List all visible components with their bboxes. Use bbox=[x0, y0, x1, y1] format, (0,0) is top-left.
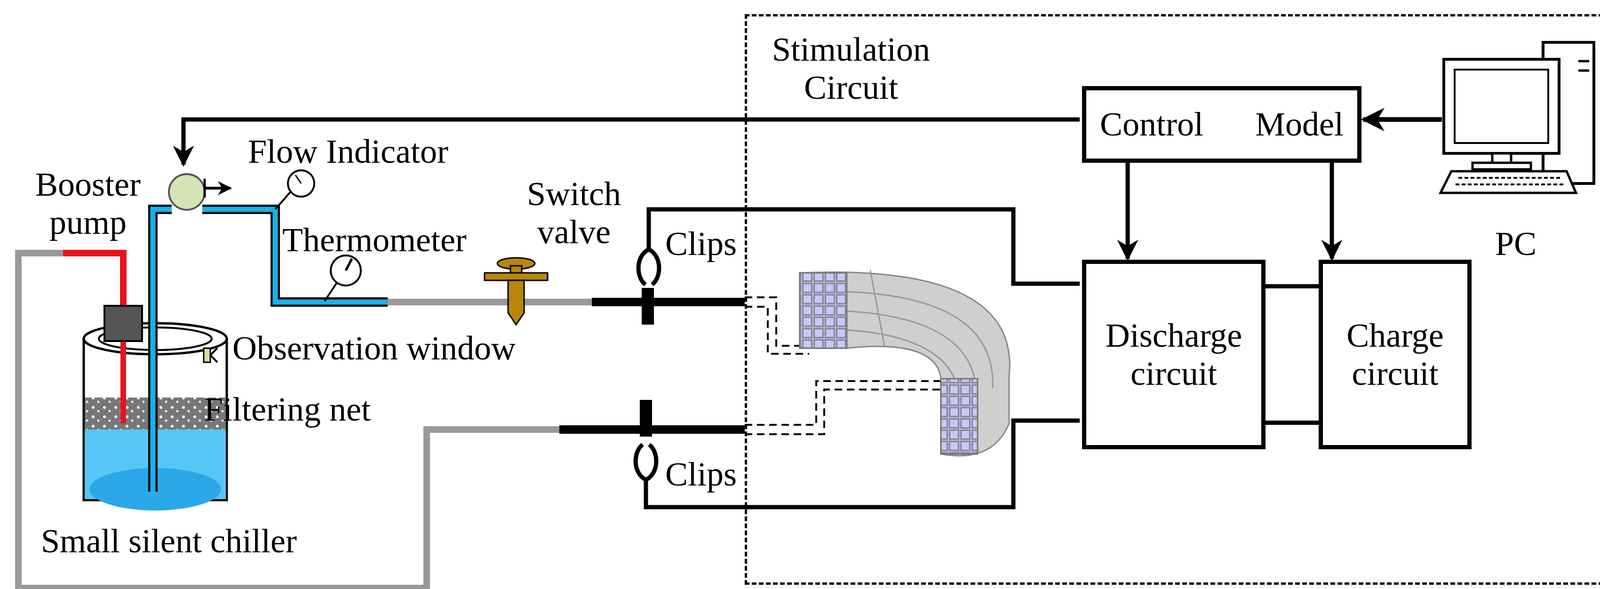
part-label: Small silent chiller bbox=[40, 522, 297, 561]
process-box: Charge circuit bbox=[1318, 259, 1472, 450]
connector bbox=[1125, 162, 1131, 259]
box-label: Control bbox=[1099, 105, 1204, 144]
connector bbox=[1265, 284, 1319, 289]
part-label: PC bbox=[1495, 224, 1537, 263]
part-label: Filtering net bbox=[204, 390, 371, 429]
connector bbox=[1329, 162, 1335, 259]
part-label: Observation window bbox=[232, 329, 516, 368]
part-label: Clips bbox=[665, 455, 737, 494]
circuit-region: Stimulation CircuitControl ModelDischarge… bbox=[744, 14, 1600, 585]
box-label: Charge circuit bbox=[1324, 316, 1466, 393]
part-label: Flow Indicator bbox=[247, 132, 449, 171]
box-label: Model bbox=[1255, 105, 1344, 144]
part-label: Clips bbox=[665, 224, 737, 263]
part-label: Booster pump bbox=[29, 165, 147, 242]
part-label: Switch valve bbox=[517, 175, 631, 251]
process-box: Control Model bbox=[1082, 86, 1362, 163]
region-heading: Stimulation Circuit bbox=[764, 30, 939, 107]
process-box: Discharge circuit bbox=[1082, 259, 1266, 450]
connector bbox=[1265, 420, 1319, 425]
box-label: Discharge circuit bbox=[1089, 316, 1259, 393]
part-label: Thermometer bbox=[282, 221, 467, 260]
